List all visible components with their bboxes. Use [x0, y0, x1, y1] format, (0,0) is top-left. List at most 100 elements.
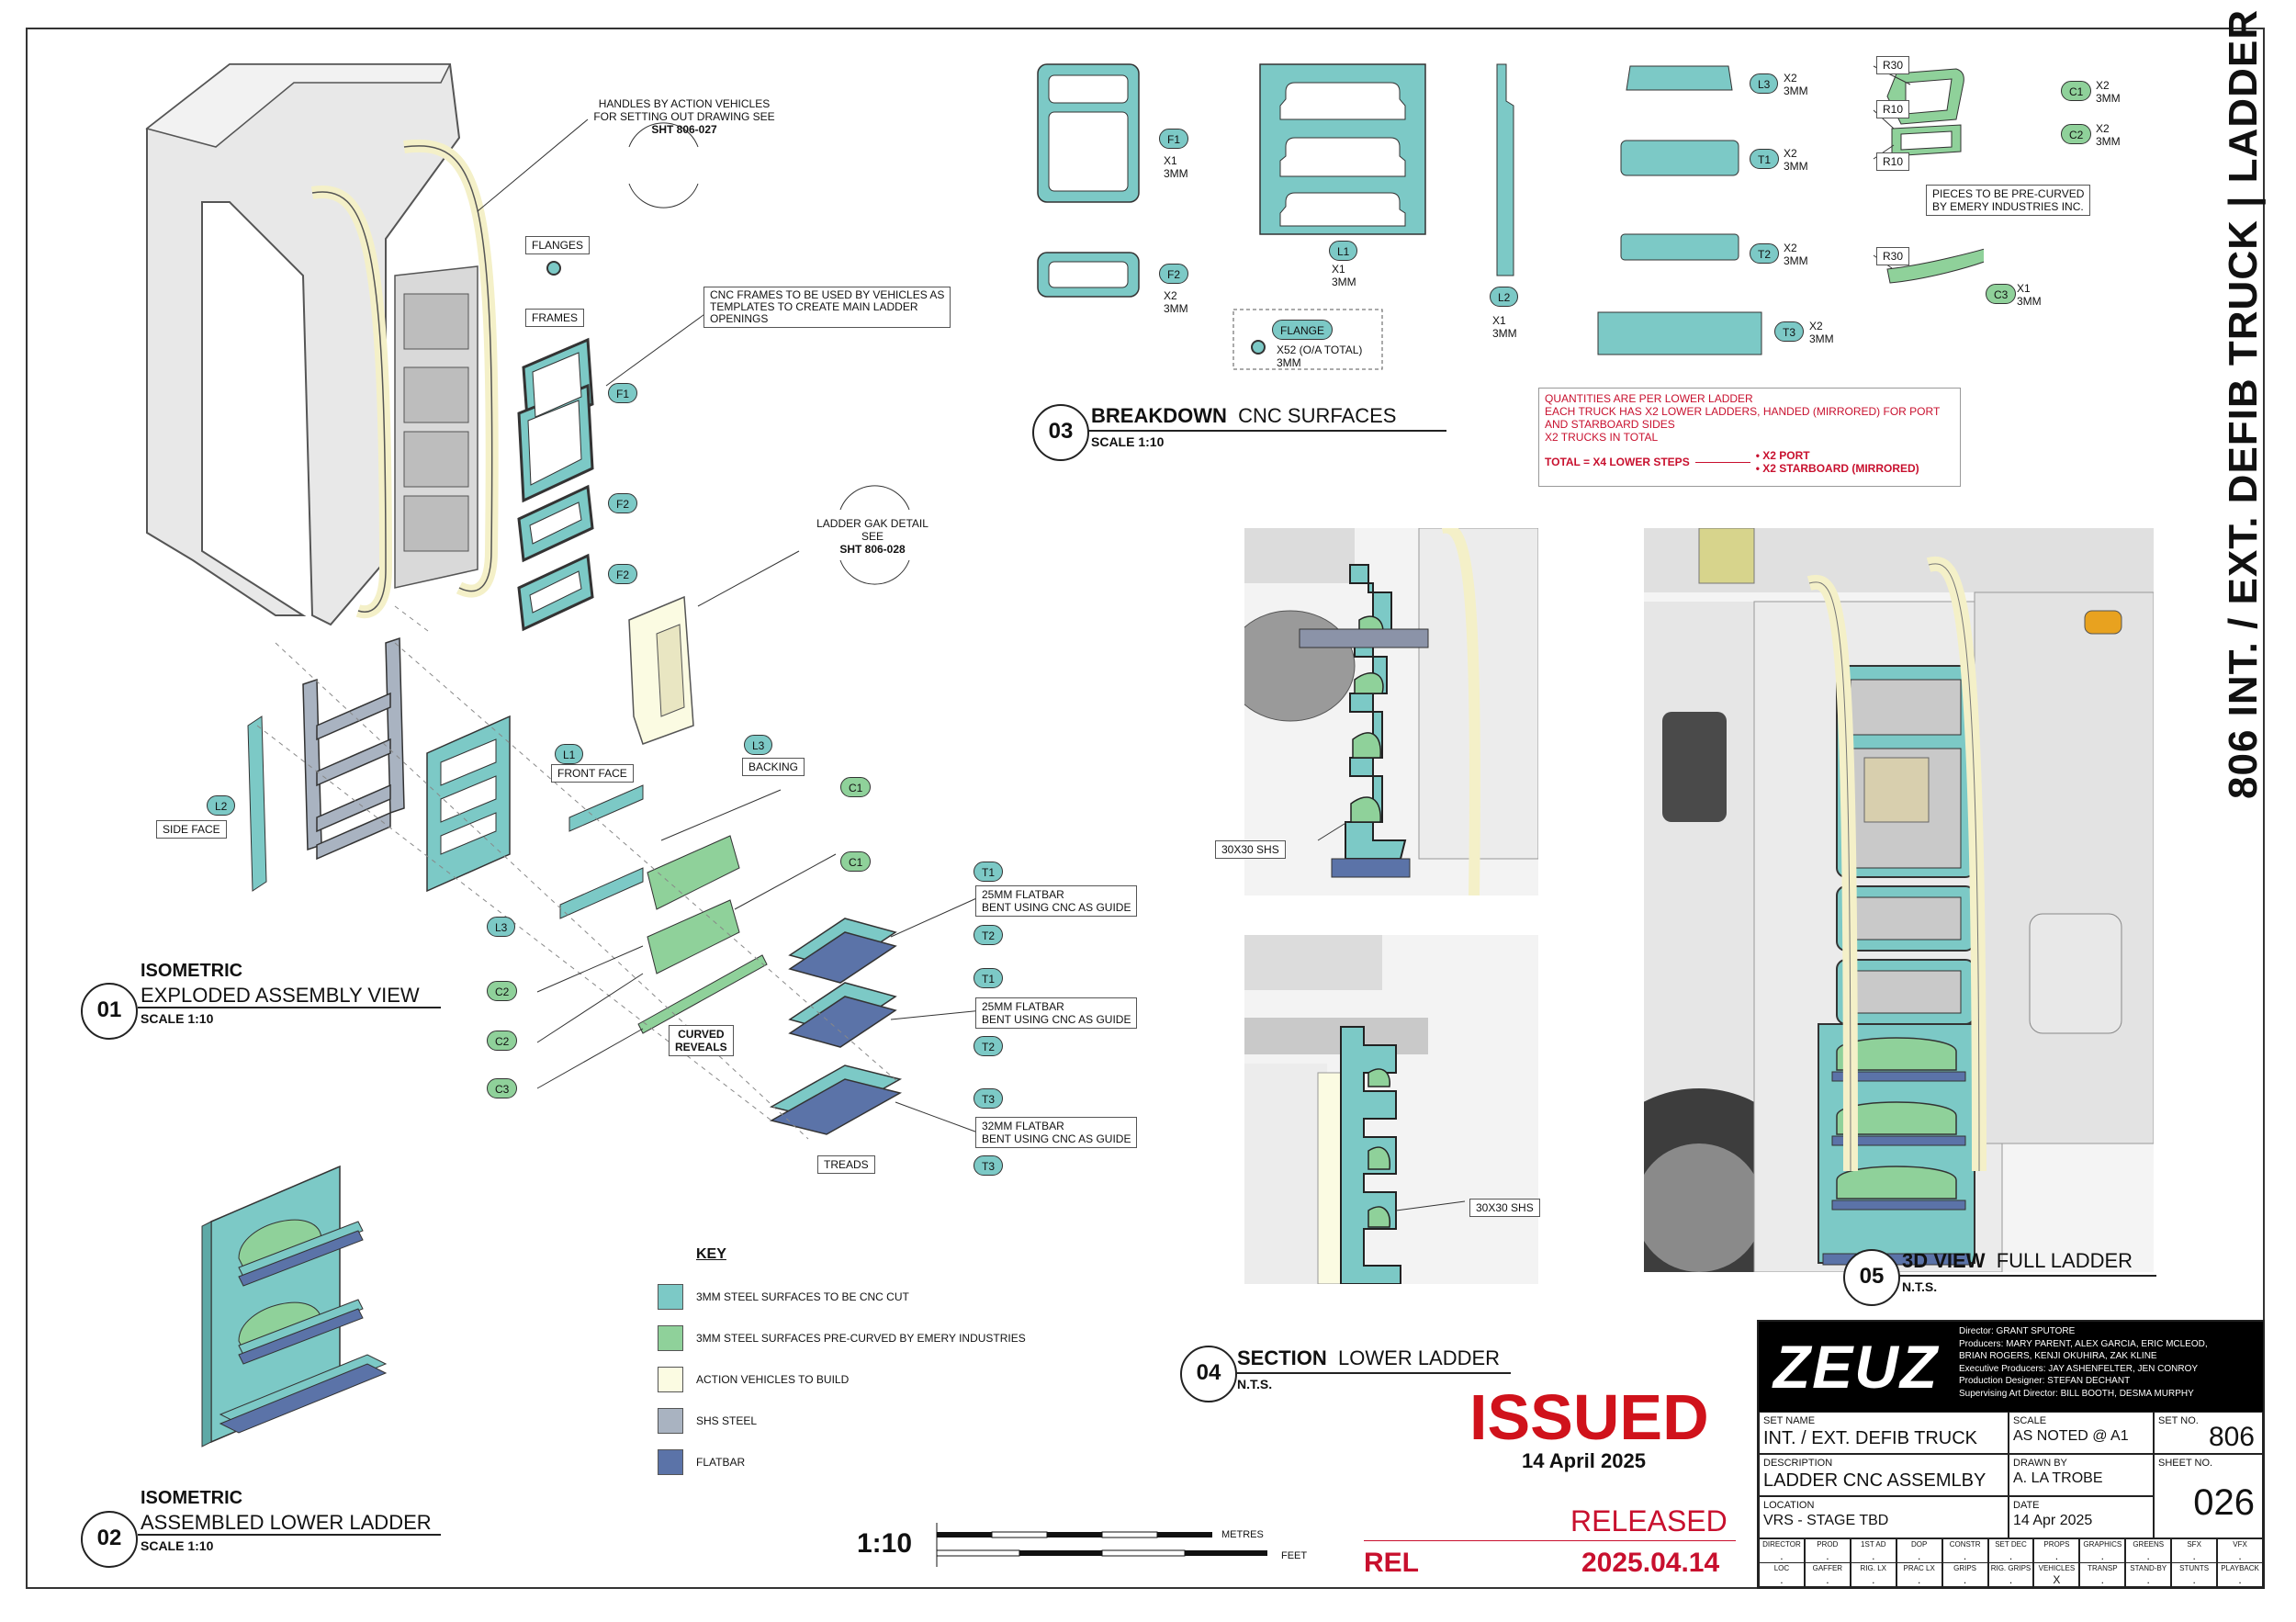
bd-tag-c1: C1 — [2061, 81, 2092, 101]
backing-label: BACKING — [742, 758, 805, 776]
dept-value: . — [2192, 1573, 2196, 1586]
tag-t3: T3 — [974, 1088, 1004, 1109]
dept-value: . — [1780, 1573, 1784, 1586]
bd-flange-thk: 3MM — [1277, 356, 1301, 369]
key-label-shs: SHS STEEL — [696, 1414, 758, 1427]
bd-tag-c3: C3 — [1986, 284, 2017, 304]
bd-f2-qty-value: X2 — [1164, 289, 1177, 302]
curved-reveals-label: CURVED REVEALS — [669, 1025, 734, 1056]
view05-underline — [1899, 1275, 2156, 1277]
dept-value: . — [2009, 1549, 2013, 1562]
dept-value: . — [1826, 1549, 1829, 1562]
bd-l3-qty-value: X2 — [1784, 72, 1797, 84]
tag-l3: L3 — [487, 917, 516, 937]
bd-t2-qty-value: X2 — [1784, 242, 1797, 254]
flatbar2-line2: BENT USING CNC AS GUIDE — [982, 1013, 1131, 1026]
dept-cell-1st-ad: 1ST AD. — [1850, 1538, 1896, 1563]
tb-location-label: LOCATION — [1763, 1500, 1815, 1511]
bd-tag-t3: T3 — [1774, 321, 1805, 342]
view03-number: 03 — [1032, 404, 1089, 461]
tb-drawn-by-value: A. LA TROBE — [2013, 1470, 2103, 1486]
flatbar3-note: 32MM FLATBAR BENT USING CNC AS GUIDE — [975, 1117, 1138, 1148]
dept-value: . — [1918, 1573, 1921, 1586]
precurved-line2: BY EMERY INDUSTRIES INC. — [1932, 200, 2084, 213]
key-swatch-flatbar — [658, 1449, 683, 1475]
dept-label: PRAC LX — [1903, 1564, 1935, 1572]
front-face-label: FRONT FACE — [551, 764, 634, 783]
view02-title: ISOMETRIC — [141, 1488, 243, 1508]
bd-f1-thk: 3MM — [1164, 167, 1188, 180]
bd-l3-thk: 3MM — [1784, 84, 1808, 97]
issued-date: 14 April 2025 — [1522, 1449, 1646, 1472]
dept-label: VFX — [2233, 1540, 2247, 1549]
dept-cell-rig-grips: RIG. GRIPS. — [1987, 1562, 2034, 1587]
tb-set-no: SET NO. 806 — [2154, 1412, 2263, 1454]
tag-c1: C1 — [840, 777, 872, 797]
dept-cell-dop: DOP. — [1896, 1538, 1942, 1563]
tag-l2: L2 — [207, 795, 236, 816]
scale-bar — [936, 1523, 1267, 1567]
tag-c1b: C1 — [840, 851, 872, 872]
dept-cell-stunts: STUNTS. — [2171, 1562, 2218, 1587]
bd-r10-a: R10 — [1876, 100, 1910, 118]
tb-drawn-by-label: DRAWN BY — [2013, 1458, 2067, 1469]
credit-director: Director: GRANT SPUTORE — [1959, 1326, 2076, 1336]
bd-t1-thk: 3MM — [1784, 160, 1808, 173]
dept-label: VEHICLES — [2038, 1564, 2076, 1572]
key-swatch-action — [658, 1367, 683, 1392]
dept-cell-greens: GREENS. — [2125, 1538, 2172, 1563]
dept-value: . — [1872, 1573, 1875, 1586]
tag-f2b: F2 — [608, 564, 638, 584]
view01-underline — [138, 1007, 441, 1008]
quantities-total: TOTAL = X4 LOWER STEPS — [1545, 456, 1690, 468]
shs-label-lower: 30X30 SHS — [1469, 1199, 1540, 1217]
view02-number: 02 — [81, 1511, 138, 1568]
dept-value: . — [1963, 1573, 1967, 1586]
dept-label: PROPS — [2043, 1540, 2070, 1549]
bd-flange-qty-value: X52 (O/A TOTAL) — [1277, 344, 1363, 356]
dept-cell-sfx: SFX. — [2171, 1538, 2218, 1563]
gak-note-line1: LADDER GAK DETAIL — [816, 517, 929, 530]
bd-f1-qty-value: X1 — [1164, 154, 1177, 167]
flatbar3-line2: BENT USING CNC AS GUIDE — [982, 1132, 1131, 1145]
tb-scale: SCALE AS NOTED @ A1 — [2009, 1412, 2154, 1454]
tag-t3b: T3 — [974, 1155, 1004, 1176]
quantities-line3: AND STARBOARD SIDES — [1545, 418, 1675, 431]
tag-l1: L1 — [555, 744, 584, 764]
bd-t3-thk: 3MM — [1809, 332, 1834, 345]
curved-reveals-line1: CURVED — [678, 1028, 725, 1041]
bd-t2-thk: 3MM — [1784, 254, 1808, 267]
dept-label: STUNTS — [2179, 1564, 2210, 1572]
dept-value: X — [2053, 1573, 2061, 1586]
cnc-frames-line1: CNC FRAMES TO BE USED BY VEHICLES AS — [710, 288, 945, 301]
bd-l1-qty-value: X1 — [1332, 263, 1345, 276]
bd-tag-f2: F2 — [1159, 264, 1189, 284]
key-swatch-precurved — [658, 1325, 683, 1351]
bd-l2-qty-value: X1 — [1492, 314, 1506, 327]
view04-underline — [1235, 1372, 1511, 1374]
credit-production-designer: Production Designer: STEFAN DECHANT — [1959, 1376, 2131, 1386]
key-title: KEY — [696, 1246, 726, 1262]
dept-value: . — [1780, 1549, 1784, 1562]
dept-label: GRIPS — [1953, 1564, 1977, 1572]
view03-title: BREAKDOWN — [1091, 404, 1227, 427]
issued-stamp: ISSUED — [1469, 1381, 1709, 1453]
rel-date: 2025.04.14 — [1581, 1548, 1720, 1578]
dept-cell-director: DIRECTOR. — [1759, 1538, 1805, 1563]
key-label-action: ACTION VEHICLES TO BUILD — [696, 1373, 850, 1386]
flatbar2-line1: 25MM FLATBAR — [982, 1000, 1064, 1013]
view01-title: ISOMETRIC — [141, 961, 243, 981]
bd-f2-thk: 3MM — [1164, 302, 1188, 315]
tb-set-name-value: INT. / EXT. DEFIB TRUCK — [1763, 1428, 1977, 1448]
tb-set-no-value: 806 — [2208, 1422, 2255, 1452]
tb-description-value: LADDER CNC ASSEMLBY — [1763, 1470, 1986, 1491]
bd-flange-qty: X52 (O/A TOTAL)3MM — [1277, 344, 1362, 369]
view01-number: 01 — [81, 983, 138, 1040]
quantities-arrow — [1694, 461, 1750, 463]
bd-c1-qty-value: X2 — [2096, 79, 2110, 92]
